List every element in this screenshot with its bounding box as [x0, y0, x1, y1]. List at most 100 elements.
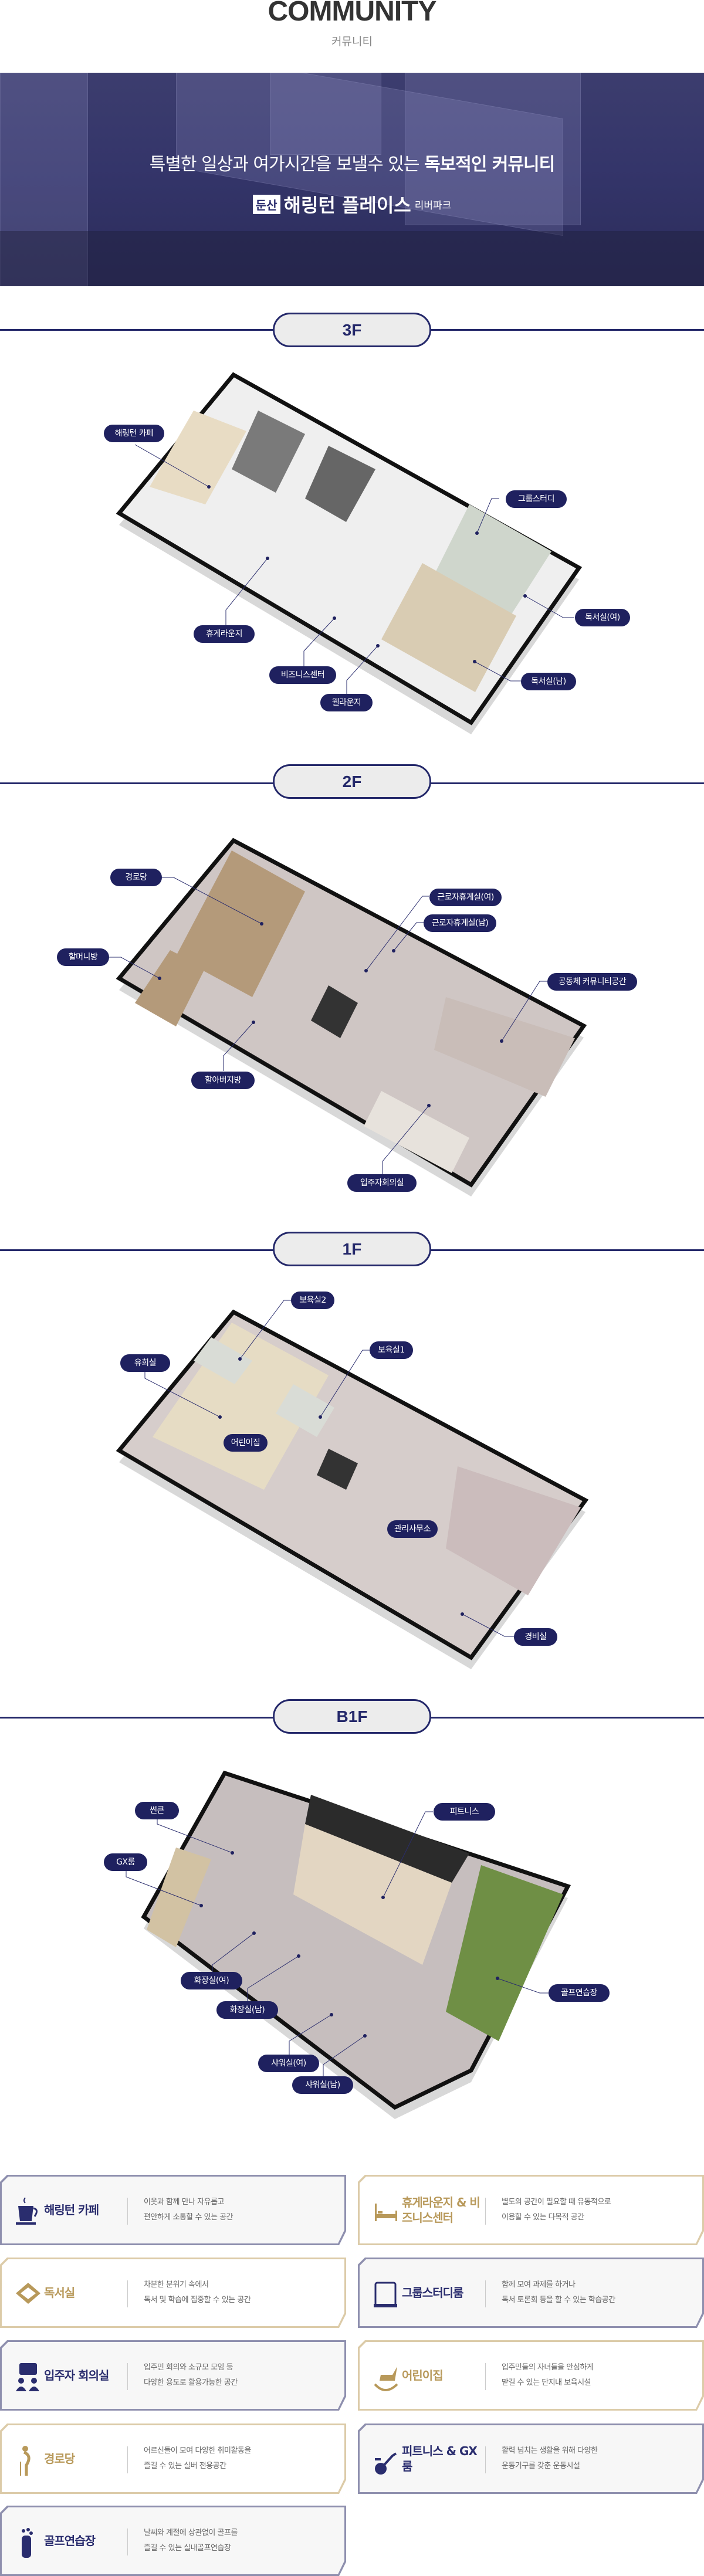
facility-card: 골프연습장 날씨와 계절에 상관없이 골프를 즐길 수 있는 실내골프연습장 [0, 2506, 346, 2576]
book-icon [15, 2278, 42, 2311]
room-label: 휴게라운지 [194, 625, 255, 643]
facility-card: 경로당 어르신들이 모여 다양한 취미활동을 즐길 수 있는 실버 전용공간 [0, 2424, 346, 2494]
headline-regular: 특별한 일상과 여가시간을 보낼수 있는 [149, 154, 425, 175]
hero-banner [0, 73, 704, 286]
floorplan-3f [116, 372, 583, 734]
card-body: 골프연습장 날씨와 계절에 상관없이 골프를 즐길 수 있는 실내골프연습장 [2, 2507, 344, 2574]
facility-title: 경로당 [44, 2452, 75, 2466]
exercise-bike-icon [373, 2444, 400, 2477]
description-line: 맡길 수 있는 단지내 보육시설 [502, 2378, 591, 2387]
elderly-cane-icon [15, 2444, 42, 2477]
card-divider [485, 2280, 486, 2307]
leader-lines [109, 444, 574, 2076]
headline-bold: 독보적인 커뮤니티 [424, 154, 555, 175]
card-divider [127, 2280, 128, 2307]
description-line: 이웃과 함께 만나 자유롭고 [144, 2198, 224, 2206]
rocking-horse-icon [373, 2361, 400, 2394]
description-line: 즐길 수 있는 실버 전용공간 [144, 2462, 226, 2470]
description-line: 어르신들이 모여 다양한 취미활동을 [144, 2446, 251, 2455]
page-title: COMMUNITY [268, 0, 437, 27]
facility-description: 이웃과 함께 만나 자유롭고 편안하게 소통할 수 있는 공간 [144, 2177, 233, 2243]
facility-card: 독서실 차분한 분위기 속에서 독서 및 학습에 집중할 수 있는 공간 [0, 2258, 346, 2328]
room-label: 보육실2 [291, 1292, 334, 1309]
coffee-cup-icon [15, 2195, 42, 2228]
bed-icon [373, 2195, 400, 2228]
card-body: 입주자 회의실 입주민 회의와 소규모 모임 등 다양한 용도로 활용가능한 공… [2, 2342, 344, 2409]
brand-name: 해링턴 플레이스 [283, 194, 411, 216]
facility-title: 휴게라운지 & 비즈니스센터 [402, 2195, 480, 2225]
meeting-icon [15, 2361, 42, 2394]
room-label: 웰라운지 [320, 694, 373, 711]
room-label: 해링턴 카페 [104, 425, 164, 442]
location-dots [158, 485, 527, 2038]
card-divider [127, 2446, 128, 2473]
card-body: 독서실 차분한 분위기 속에서 독서 및 학습에 집중할 수 있는 공간 [2, 2259, 344, 2326]
room-label: 관리사무소 [387, 1520, 438, 1538]
floor-tab-1f: 1F [273, 1232, 431, 1266]
room-label: 샤워실(남) [292, 2076, 353, 2094]
room-label: 독서실(여) [575, 609, 630, 626]
room-label: 경비실 [514, 1628, 557, 1646]
description-line: 차분한 분위기 속에서 [144, 2280, 209, 2289]
room-label: 독서실(남) [521, 673, 576, 690]
facility-title: 그룹스터디룸 [402, 2286, 463, 2300]
room-label: 화장실(남) [216, 2001, 278, 2019]
brand-suffix: 리버파크 [414, 199, 452, 212]
facility-description: 활력 넘치는 생활을 위해 다양한 운동기구를 갖춘 운동시설 [502, 2425, 598, 2492]
room-label: 샤워실(여) [258, 2055, 319, 2072]
golf-bag-icon [15, 2526, 42, 2559]
description-line: 별도의 공간이 필요할 때 유동적으로 [502, 2198, 611, 2206]
banner-headline: 특별한 일상과 여가시간을 보낼수 있는 독보적인 커뮤니티 [0, 150, 704, 175]
description-line: 다양한 용도로 활용가능한 공간 [144, 2378, 238, 2387]
card-divider [485, 2446, 486, 2473]
location-badge: 둔산 [252, 194, 280, 214]
description-line: 날씨와 계절에 상관없이 골프를 [144, 2528, 238, 2537]
room-label: 골프연습장 [549, 1984, 610, 2002]
facility-card: 휴게라운지 & 비즈니스센터 별도의 공간이 필요할 때 유동적으로 이용할 수… [358, 2175, 704, 2245]
floorplan-1f [116, 1309, 589, 1669]
facility-title: 독서실 [44, 2286, 75, 2300]
facility-card: 그룹스터디룸 함께 모여 과제를 하거나 독서 토론회 등을 할 수 있는 학습… [358, 2258, 704, 2328]
card-divider [127, 2198, 128, 2225]
facility-title: 골프연습장 [44, 2534, 95, 2548]
facility-card: 피트니스 & GX룸 활력 넘치는 생활을 위해 다양한 운동기구를 갖춘 운동… [358, 2424, 704, 2494]
description-line: 함께 모여 과제를 하거나 [502, 2280, 576, 2289]
room-label: 어린이집 [224, 1434, 268, 1452]
card-divider [127, 2528, 128, 2555]
facility-card: 해링턴 카페 이웃과 함께 만나 자유롭고 편안하게 소통할 수 있는 공간 [0, 2175, 346, 2245]
card-body: 휴게라운지 & 비즈니스센터 별도의 공간이 필요할 때 유동적으로 이용할 수… [360, 2177, 702, 2243]
description-line: 활력 넘치는 생활을 위해 다양한 [502, 2446, 598, 2455]
facility-description: 별도의 공간이 필요할 때 유동적으로 이용할 수 있는 다목적 공간 [502, 2177, 611, 2243]
room-label: 유희실 [120, 1354, 170, 1372]
description-line: 입주민 회의와 소규모 모임 등 [144, 2363, 233, 2372]
facility-description: 날씨와 계절에 상관없이 골프를 즐길 수 있는 실내골프연습장 [144, 2507, 238, 2574]
description-line: 독서 및 학습에 집중할 수 있는 공간 [144, 2296, 251, 2304]
card-body: 경로당 어르신들이 모여 다양한 취미활동을 즐길 수 있는 실버 전용공간 [2, 2425, 344, 2492]
facility-title: 어린이집 [402, 2368, 443, 2382]
room-label: 할아버지방 [191, 1072, 255, 1089]
room-label: 피트니스 [434, 1803, 495, 1821]
room-label: 그룹스터디 [506, 490, 567, 508]
floorplan-2f [116, 838, 587, 1197]
room-label: 근로자휴게실(여) [429, 889, 502, 906]
card-body: 그룹스터디룸 함께 모여 과제를 하거나 독서 토론회 등을 할 수 있는 학습… [360, 2259, 702, 2326]
room-label: 썬큰 [135, 1802, 179, 1819]
room-label: 보육실1 [370, 1341, 413, 1359]
room-label: 근로자휴게실(남) [424, 914, 496, 932]
floor-tab-b1f: B1F [273, 1699, 431, 1734]
card-divider [485, 2363, 486, 2390]
card-body: 피트니스 & GX룸 활력 넘치는 생활을 위해 다양한 운동기구를 갖춘 운동… [360, 2425, 702, 2492]
facility-description: 함께 모여 과제를 하거나 독서 토론회 등을 할 수 있는 학습공간 [502, 2259, 615, 2326]
card-body: 해링턴 카페 이웃과 함께 만나 자유롭고 편안하게 소통할 수 있는 공간 [2, 2177, 344, 2243]
room-label: 화장실(여) [181, 1972, 242, 1989]
facility-card: 어린이집 입주민들의 자녀들을 안심하게 맡길 수 있는 단지내 보육시설 [358, 2340, 704, 2411]
card-divider [127, 2363, 128, 2390]
description-line: 운동기구를 갖춘 운동시설 [502, 2462, 580, 2470]
card-body: 어린이집 입주민들의 자녀들을 안심하게 맡길 수 있는 단지내 보육시설 [360, 2342, 702, 2409]
room-label: 입주자회의실 [347, 1174, 417, 1192]
description-line: 이용할 수 있는 다목적 공간 [502, 2213, 584, 2222]
room-label: 할머니방 [57, 948, 109, 966]
facility-description: 입주민 회의와 소규모 모임 등 다양한 용도로 활용가능한 공간 [144, 2342, 238, 2409]
